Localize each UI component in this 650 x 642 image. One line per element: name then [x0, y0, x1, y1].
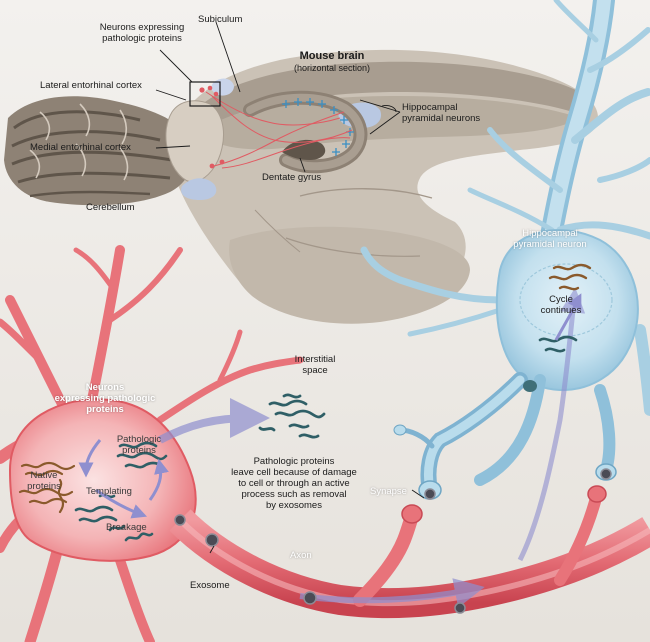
source-neuron [0, 245, 650, 642]
label-interstitial-space-line2: space [302, 365, 328, 376]
label-medial-entorhinal-cortex: Medial entorhinal cortex [30, 142, 131, 153]
label-breakage: Breakage [106, 522, 147, 533]
label-cerebellum: Cerebellum [86, 202, 135, 213]
label-dentate-gyrus: Dentate gyrus [262, 172, 322, 183]
label-pathologic-proteins-inside: Pathologic proteins [104, 434, 174, 456]
source-neuron-soma [8, 398, 197, 562]
label-neurons-expressing-top-line2: pathologic proteins [102, 33, 182, 44]
label-exosome: Exosome [190, 580, 230, 591]
label-hippocampal-pyramidal-neuron-line2: pyramidal neuron [513, 239, 587, 250]
label-native-proteins: Native proteins [22, 470, 66, 492]
label-pathologic-proteins-inside-line2: proteins [122, 445, 156, 456]
label-pathologic-proteins-leave-line1: Pathologic proteins [253, 456, 335, 467]
protein-aggregates [18, 263, 612, 614]
label-pathologic-proteins-leave-line3: to cell or through an active [238, 478, 350, 489]
label-neurons-expressing-cell-line3: proteins [86, 404, 124, 415]
label-neurons-expressing-top-line1: Neurons expressing [99, 22, 185, 33]
label-neurons-expressing-top: Neurons expressing pathologic proteins [86, 22, 198, 44]
label-neurons-expressing-cell-line2: expressing pathologic [54, 393, 156, 404]
label-mouse-brain: Mouse brain (horizontal section) [272, 50, 392, 74]
label-hippocampal-pyramidal-neuron-line1: Hippocampal [522, 228, 578, 239]
label-hippocampal-pyramidal-neuron: Hippocampal pyramidal neuron [500, 228, 600, 250]
label-cycle-continues: Cycle continues [524, 294, 598, 316]
label-hippocampal-pyramidal-neurons-line1: Hippocampal [402, 102, 458, 113]
label-neurons-expressing-cell: Neurons expressing pathologic proteins [40, 382, 170, 415]
dentate-gyrus-shape [282, 139, 326, 160]
exosomes [174, 468, 612, 614]
label-interstitial-space: Interstitial space [280, 354, 350, 376]
leader-lines [155, 21, 425, 554]
label-neurons-expressing-cell-line1: Neurons [85, 382, 125, 393]
label-mouse-brain-subtitle: (horizontal section) [293, 63, 371, 73]
cerebellum-region [4, 96, 194, 206]
label-synapse: Synapse [370, 486, 407, 497]
label-templating: Templating [86, 486, 132, 497]
hippocampal-neuron [360, 0, 650, 500]
label-hippocampal-pyramidal-neurons: Hippocampal pyramidal neurons [402, 102, 480, 124]
label-interstitial-space-line1: Interstitial [294, 354, 336, 365]
label-native-proteins-line2: proteins [27, 481, 61, 492]
label-lateral-entorhinal-cortex: Lateral entorhinal cortex [40, 80, 142, 91]
hippocampus [243, 90, 368, 174]
label-pathologic-proteins-leave: Pathologic proteins leave cell because o… [216, 456, 372, 511]
label-hippocampal-pyramidal-neurons-line2: pyramidal neurons [402, 113, 481, 124]
label-mouse-brain-title: Mouse brain [299, 50, 365, 62]
label-subiculum: Subiculum [198, 14, 243, 25]
label-axon: Axon [290, 550, 312, 561]
label-pathologic-proteins-inside-line1: Pathologic [116, 434, 162, 445]
mouse-brain-section [4, 49, 599, 324]
label-native-proteins-line1: Native [30, 470, 58, 481]
label-cycle-continues-line2: continues [540, 305, 582, 316]
entorhinal-projections [199, 85, 353, 169]
highlight-box [189, 81, 221, 107]
label-pathologic-proteins-leave-line2: leave cell because of damage [231, 467, 357, 478]
label-pathologic-proteins-leave-line4: process such as removal [241, 489, 347, 500]
label-pathologic-proteins-leave-line5: by exosomes [266, 500, 322, 511]
label-cycle-continues-line1: Cycle [549, 294, 573, 305]
